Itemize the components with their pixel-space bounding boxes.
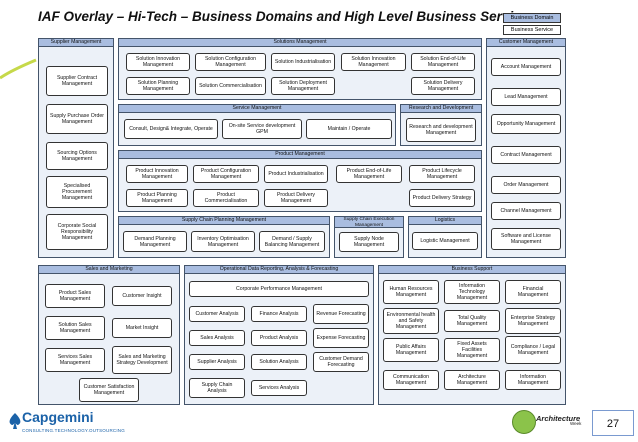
service-box[interactable]: Research and development Management — [406, 118, 476, 142]
service-box[interactable]: Demand / Supply Balancing Management — [259, 231, 325, 252]
domain-header: Business Support — [378, 265, 566, 274]
service-box[interactable]: Solution Innovation Management — [341, 53, 406, 71]
service-box[interactable]: Customer Demand Forecasting — [313, 352, 369, 372]
domain-header: Operational Data Reporting, Analysis & F… — [184, 265, 374, 274]
service-box[interactable]: Logistic Management — [412, 232, 478, 250]
company-logo-text: Capgemini — [22, 409, 94, 425]
service-box[interactable]: Product End-of-Life Management — [336, 165, 402, 183]
service-box[interactable]: Services Analysis — [251, 380, 307, 396]
service-box[interactable]: Lead Management — [491, 88, 561, 106]
service-box[interactable]: Enterprise Strategy Management — [505, 308, 561, 334]
service-box[interactable]: Information Technology Management — [444, 280, 500, 304]
event-logo-subtext: Week — [570, 421, 582, 426]
domain-header: Customer Management — [486, 38, 566, 47]
service-box[interactable]: Solution Deployment Management — [271, 77, 335, 95]
service-box[interactable]: Sourcing Options Management — [46, 142, 108, 170]
service-box[interactable]: Market Insight — [112, 318, 172, 338]
service-box[interactable]: Finance Analysis — [251, 306, 307, 322]
domain-header: Service Management — [118, 104, 396, 113]
architecture-week-globe-icon — [512, 410, 536, 434]
service-box[interactable]: On-site Service development GPM — [222, 119, 302, 139]
service-box[interactable]: Product Industrialisation — [264, 165, 328, 183]
service-box[interactable]: Maintain / Operate — [306, 119, 392, 139]
service-box[interactable]: Supply Node Management — [339, 232, 399, 252]
domain-header: Solutions Management — [118, 38, 482, 47]
service-box[interactable]: Solution Configuration Management — [195, 53, 266, 71]
service-box[interactable]: Compliance / Legal Management — [505, 336, 561, 364]
service-box[interactable]: Supplier Contract Management — [46, 66, 108, 96]
service-box[interactable]: Solution Analysis — [251, 354, 307, 370]
service-box[interactable]: Environmental health and Safety Manageme… — [383, 308, 439, 334]
service-box[interactable]: Total Quality Management — [444, 310, 500, 332]
domain-header: Supplier Management — [38, 38, 114, 47]
service-box[interactable]: Revenue Forecasting — [313, 304, 369, 324]
service-box[interactable]: Architecture Management — [444, 370, 500, 390]
service-box[interactable]: Corporate Social Responsibility Manageme… — [46, 214, 108, 250]
service-box[interactable]: Product Delivery Strategy — [409, 189, 475, 207]
service-box[interactable]: Public Affairs Management — [383, 338, 439, 362]
service-box[interactable]: Demand Planning Management — [123, 231, 187, 252]
service-box[interactable]: Information Management — [505, 370, 561, 390]
service-box[interactable]: Solution Planning Management — [126, 77, 190, 95]
service-box[interactable]: Software and License Management — [491, 228, 561, 250]
domain-header: Sales and Marketing — [38, 265, 180, 274]
service-box[interactable]: Contract Management — [491, 146, 561, 164]
service-box[interactable]: Consult, Design& Integrate, Operate — [124, 119, 218, 139]
legend-business-service: Business Service — [503, 25, 561, 35]
service-box[interactable]: Corporate Performance Management — [189, 281, 369, 297]
service-box[interactable]: Inventory Optimisation Management — [191, 231, 255, 252]
service-box[interactable]: Solution Sales Management — [45, 316, 105, 340]
service-box[interactable]: Channel Management — [491, 202, 561, 220]
service-box[interactable]: Account Management — [491, 58, 561, 76]
domain-header: Supply Chain Execution Management — [334, 216, 404, 228]
page-number: 27 — [592, 410, 634, 436]
service-box[interactable]: Solution Industrialisation — [271, 53, 335, 71]
service-box[interactable]: Services Sales Management — [45, 348, 105, 372]
service-box[interactable]: Supply Purchase Order Management — [46, 104, 108, 134]
service-box[interactable]: Expense Forecasting — [313, 328, 369, 348]
service-box[interactable]: Sales Analysis — [189, 330, 245, 346]
service-box[interactable]: Opportunity Management — [491, 114, 561, 134]
service-box[interactable]: Human Resources Management — [383, 280, 439, 304]
domain-header: Product Management — [118, 150, 482, 159]
page-title: IAF Overlay – Hi-Tech – Business Domains… — [38, 9, 536, 24]
service-box[interactable]: Customer Insight — [112, 286, 172, 306]
service-box[interactable]: Product Planning Management — [126, 189, 188, 207]
service-box[interactable]: Product Delivery Management — [264, 189, 328, 207]
service-box[interactable]: Customer Satisfaction Management — [79, 378, 139, 402]
company-tagline: CONSULTING.TECHNOLOGY.OUTSOURCING — [22, 428, 125, 433]
domain-header: Supply Chain Planning Management — [118, 216, 330, 225]
service-box[interactable]: Specialised Procurement Management — [46, 176, 108, 208]
service-box[interactable]: Financial Management — [505, 280, 561, 304]
service-box[interactable]: Order Management — [491, 176, 561, 194]
service-box[interactable]: Solution Delivery Management — [411, 77, 475, 95]
service-box[interactable]: Solution Commercialisation — [195, 77, 266, 95]
service-box[interactable]: Supply Chain Analysis — [189, 378, 245, 398]
service-box[interactable]: Product Configuration Management — [193, 165, 259, 183]
domain-header: Logistics — [408, 216, 482, 225]
decorative-swoosh — [0, 58, 37, 80]
service-box[interactable]: Solution End-of-Life Management — [411, 53, 475, 71]
domain-header: Research and Development — [400, 104, 482, 113]
service-box[interactable]: Solution Innovation Management — [126, 53, 190, 71]
legend-business-domain: Business Domain — [503, 13, 561, 23]
service-box[interactable]: Product Sales Management — [45, 284, 105, 308]
service-box[interactable]: Product Commercialisation — [193, 189, 259, 207]
service-box[interactable]: Product Lifecycle Management — [409, 165, 475, 183]
service-box[interactable]: Fixed Assets Facilities Management — [444, 338, 500, 362]
service-box[interactable]: Supplier Analysis — [189, 354, 245, 370]
event-logo-text: Architecture — [536, 414, 581, 423]
service-box[interactable]: Communication Management — [383, 370, 439, 390]
service-box[interactable]: Sales and Marketing Strategy Development — [112, 346, 172, 374]
service-box[interactable]: Product Analysis — [251, 330, 307, 346]
service-box[interactable]: Customer Analysis — [189, 306, 245, 322]
service-box[interactable]: Product Innovation Management — [126, 165, 188, 183]
capgemini-spade-icon — [9, 413, 21, 429]
